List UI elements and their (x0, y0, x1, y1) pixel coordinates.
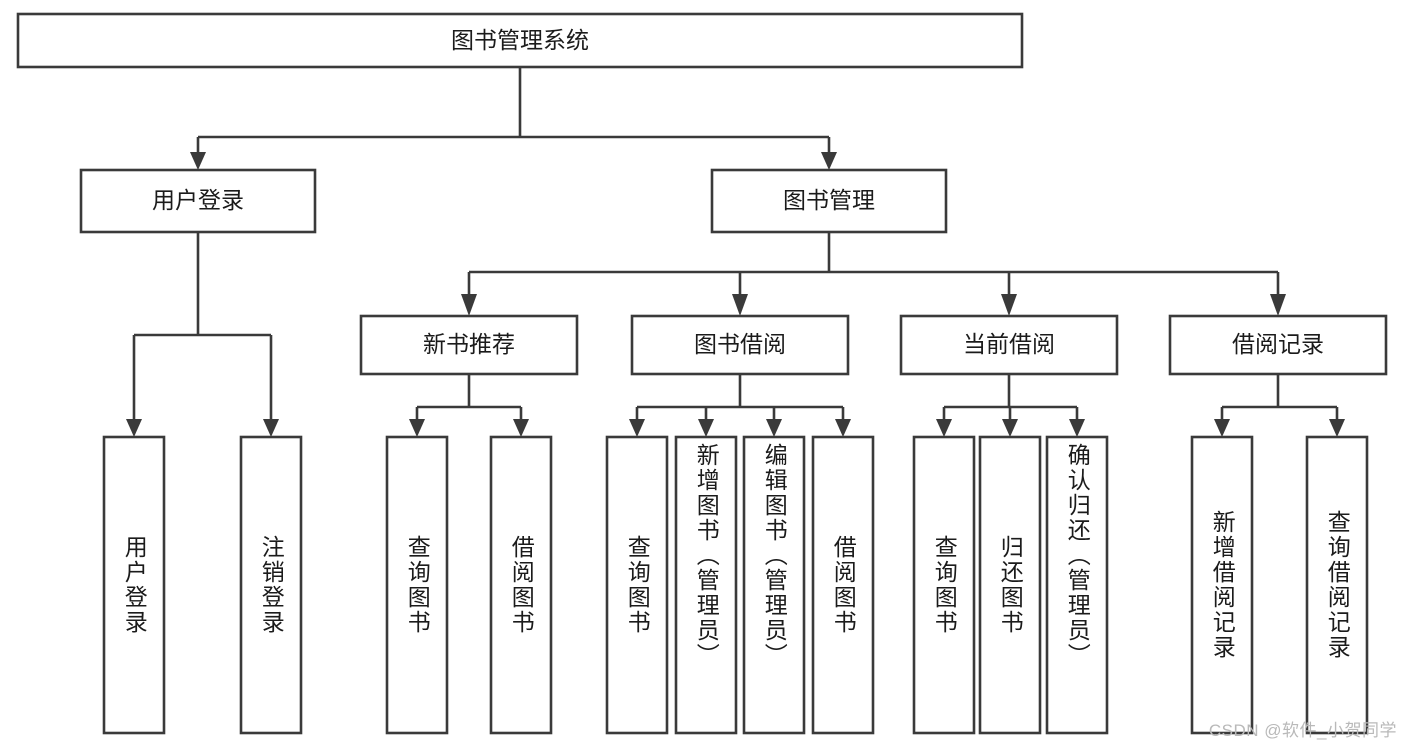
arrow-to-user-login (190, 152, 206, 170)
node-new-book-recommend-box[interactable] (359, 314, 579, 376)
leaf-query-book-2-box[interactable] (605, 435, 669, 735)
arrow-leaf-confirm-return-admin (1069, 419, 1085, 437)
node-current-borrow[interactable]: 当前借阅 (899, 314, 1119, 376)
arrow-leaf-query-book-1 (409, 419, 425, 437)
connector-group-root (190, 67, 837, 170)
node-book-management-box[interactable] (710, 168, 948, 234)
connector-group-user-login (126, 232, 279, 437)
node-current-borrow-box[interactable] (899, 314, 1119, 376)
leaf-return-book-box[interactable] (978, 435, 1042, 735)
arrow-leaf-query-borrow-record (1329, 419, 1345, 437)
arrow-leaf-logout (263, 419, 279, 437)
node-root-box[interactable] (16, 12, 1024, 69)
arrow-leaf-user-login (126, 419, 142, 437)
node-user-login-box[interactable] (79, 168, 317, 234)
node-new-book-recommend[interactable]: 新书推荐 (359, 314, 579, 376)
node-root-label: 图书管理系统 (451, 27, 589, 53)
node-root[interactable]: 图书管理系统 (16, 12, 1024, 69)
leaf-user-login-box[interactable] (102, 435, 166, 735)
arrow-leaf-edit-book-admin (766, 419, 782, 437)
arrow-leaf-borrow-book-1 (513, 419, 529, 437)
node-book-borrow[interactable]: 图书借阅 (630, 314, 850, 376)
arrow-to-borrow-record (1270, 294, 1286, 316)
connector-group-book-borrow (629, 374, 851, 437)
node-book-borrow-box[interactable] (630, 314, 850, 376)
connector-group-borrow-record (1214, 374, 1345, 437)
arrow-leaf-return-book (1002, 419, 1018, 437)
node-user-login[interactable]: 用户登录 (79, 168, 317, 234)
node-borrow-record[interactable]: 借阅记录 (1168, 314, 1388, 376)
arrow-to-current-borrow (1001, 294, 1017, 316)
arrow-leaf-borrow-book-2 (835, 419, 851, 437)
arrow-leaf-add-borrow-record (1214, 419, 1230, 437)
arrow-leaf-query-book-3 (936, 419, 952, 437)
node-user-login-label: 用户登录 (152, 187, 244, 213)
leaf-query-book-3-box[interactable] (912, 435, 976, 735)
arrow-to-new-book-recommend (461, 294, 477, 316)
node-borrow-record-label: 借阅记录 (1232, 331, 1324, 357)
node-current-borrow-label: 当前借阅 (963, 331, 1055, 357)
node-borrow-record-box[interactable] (1168, 314, 1388, 376)
leaf-add-book-admin-box[interactable] (674, 435, 738, 735)
watermark: CSDN @软件_小贺同学 (1208, 721, 1397, 740)
connector-group-new-book-recommend (409, 374, 529, 437)
leaf-edit-book-admin-box[interactable] (742, 435, 806, 735)
leaf-add-borrow-record-box[interactable] (1190, 435, 1254, 735)
leaf-confirm-return-admin-box[interactable] (1045, 435, 1109, 735)
arrow-to-book-management (821, 152, 837, 170)
leaf-query-book-1-box[interactable] (385, 435, 449, 735)
leaf-boxes (102, 435, 1369, 735)
leaf-borrow-book-1-box[interactable] (489, 435, 553, 735)
connector-group-current-borrow (936, 374, 1085, 437)
node-book-borrow-label: 图书借阅 (694, 331, 786, 357)
leaf-borrow-book-2-box[interactable] (811, 435, 875, 735)
arrow-leaf-add-book-admin (698, 419, 714, 437)
node-book-management[interactable]: 图书管理 (710, 168, 948, 234)
leaf-logout-box[interactable] (239, 435, 303, 735)
arrow-leaf-query-book-2 (629, 419, 645, 437)
arrow-to-book-borrow (732, 294, 748, 316)
node-new-book-recommend-label: 新书推荐 (423, 331, 515, 357)
node-book-management-label: 图书管理 (783, 187, 875, 213)
connector-group-book-management (461, 232, 1286, 316)
leaf-query-borrow-record-box[interactable] (1305, 435, 1369, 735)
